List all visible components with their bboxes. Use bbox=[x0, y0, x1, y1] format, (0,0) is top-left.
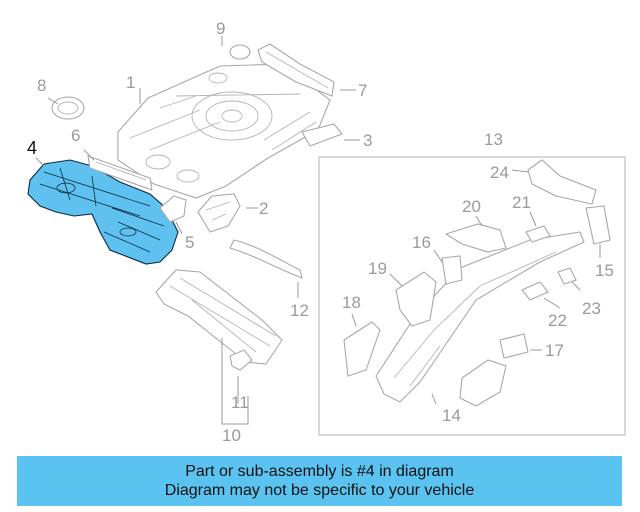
banner-line-part: Part or sub-assembly is #4 in diagram bbox=[185, 463, 454, 480]
callout-18: 18 bbox=[342, 293, 361, 312]
part-17-bracket[interactable] bbox=[499, 333, 529, 359]
callout-22: 22 bbox=[548, 311, 567, 330]
part-20-extension[interactable] bbox=[444, 223, 507, 253]
info-banner: Part or sub-assembly is #4 in diagram Di… bbox=[17, 456, 622, 506]
part-22-bracket[interactable] bbox=[521, 281, 549, 301]
part-2-bracket[interactable] bbox=[197, 193, 241, 233]
part-15-plate[interactable] bbox=[585, 205, 611, 245]
part-6-reinforcement[interactable] bbox=[87, 155, 153, 191]
callout-9: 9 bbox=[216, 19, 225, 38]
callout-12: 12 bbox=[290, 301, 309, 320]
part-11-bracket[interactable] bbox=[229, 349, 253, 371]
part-3-panel-extension[interactable] bbox=[301, 123, 343, 147]
part-21-bracket[interactable] bbox=[525, 225, 551, 243]
part-23-clip[interactable] bbox=[557, 267, 577, 285]
callout-labels: 1 2 3 4 5 6 7 8 9 10 11 12 13 14 15 16 1… bbox=[27, 19, 614, 445]
part-tray bbox=[459, 359, 507, 407]
callout-3: 3 bbox=[363, 131, 372, 150]
callout-6: 6 bbox=[71, 126, 80, 145]
callout-11: 11 bbox=[231, 393, 249, 412]
part-8-plug[interactable] bbox=[51, 96, 85, 120]
part-5-bracket[interactable] bbox=[159, 195, 187, 223]
callout-5: 5 bbox=[185, 233, 194, 252]
part-19-reinforcement[interactable] bbox=[395, 271, 437, 327]
callout-17: 17 bbox=[545, 341, 564, 360]
group-13-box bbox=[318, 156, 626, 436]
part-7-upper-rail[interactable] bbox=[257, 43, 335, 97]
part-10-side-member[interactable] bbox=[155, 269, 283, 365]
callout-14: 14 bbox=[442, 406, 461, 425]
part-1-rear-floor-pan[interactable] bbox=[117, 63, 331, 199]
callout-15: 15 bbox=[595, 261, 614, 280]
callout-2: 2 bbox=[259, 199, 268, 218]
part-12-curved-rail[interactable] bbox=[229, 239, 303, 279]
callout-13: 13 bbox=[484, 130, 503, 149]
callout-8: 8 bbox=[37, 76, 46, 95]
part-24-upper-bracket[interactable] bbox=[527, 159, 597, 205]
banner-line-disclaimer: Diagram may not be specific to your vehi… bbox=[164, 482, 475, 499]
callout-23: 23 bbox=[582, 299, 601, 318]
callout-1: 1 bbox=[126, 73, 135, 92]
part-4-highlighted-panel[interactable] bbox=[27, 159, 179, 265]
callout-19: 19 bbox=[368, 259, 387, 278]
part-16-bracket[interactable] bbox=[441, 255, 463, 285]
part-18-bracket[interactable] bbox=[343, 321, 381, 377]
parts-diagram: 1 2 3 4 5 6 7 8 9 10 11 12 13 14 15 16 1… bbox=[27, 19, 626, 445]
part-9-grommet[interactable] bbox=[229, 44, 251, 60]
callout-16: 16 bbox=[412, 233, 431, 252]
callout-24: 24 bbox=[490, 163, 509, 182]
callout-10: 10 bbox=[222, 426, 241, 445]
callout-21: 21 bbox=[512, 193, 531, 212]
leader-lines bbox=[35, 36, 601, 425]
callout-4: 4 bbox=[27, 138, 37, 158]
callout-20: 20 bbox=[462, 197, 481, 216]
callout-7: 7 bbox=[358, 81, 367, 100]
